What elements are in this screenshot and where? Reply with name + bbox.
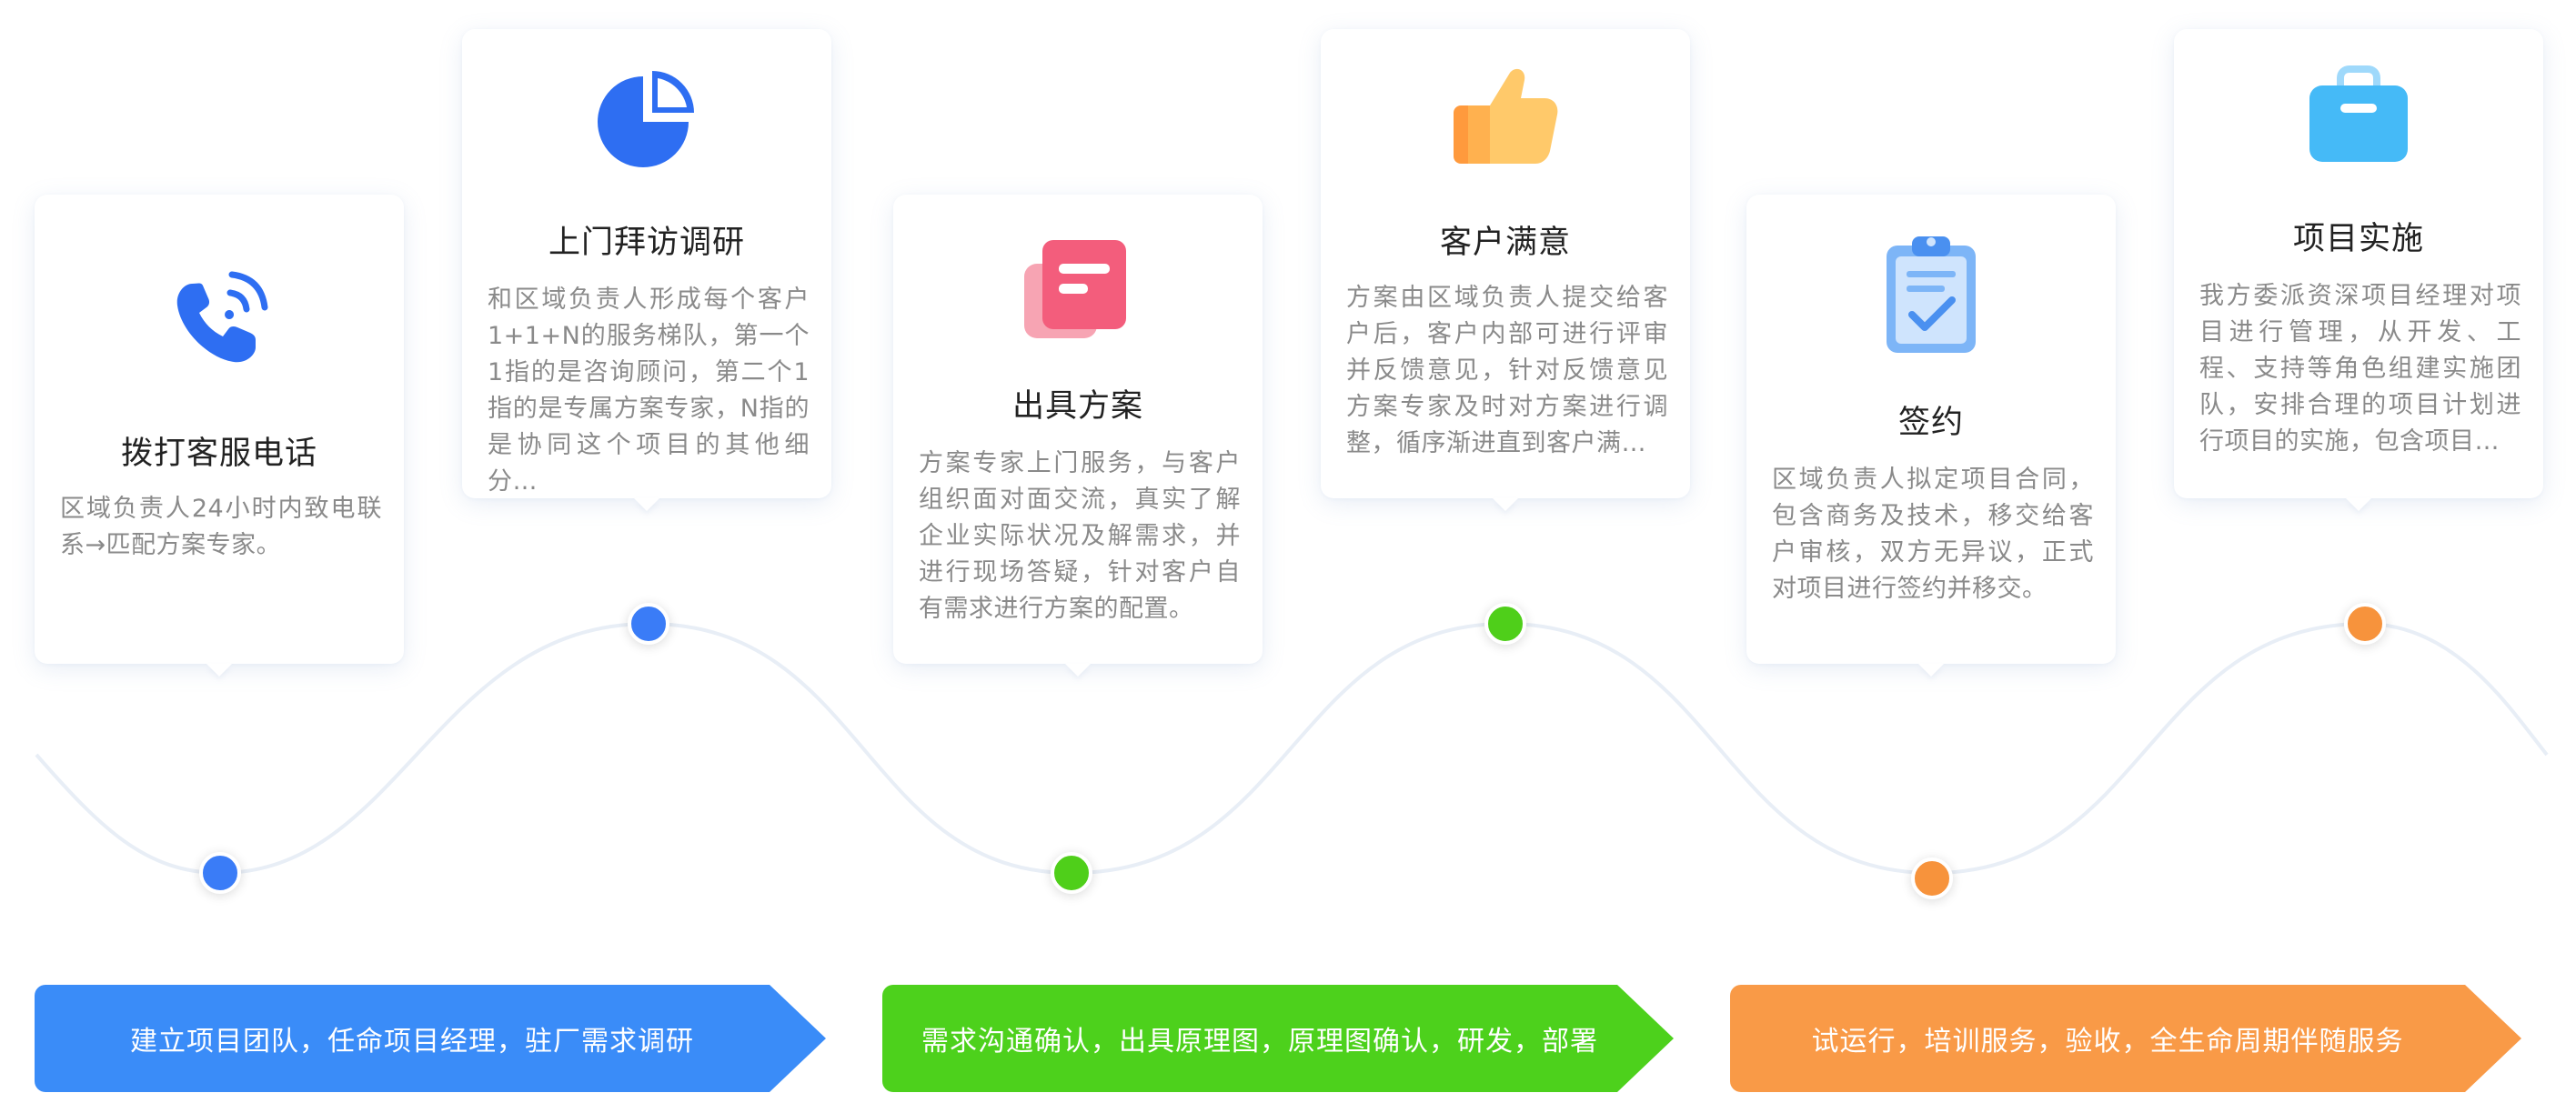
phone-icon: [165, 264, 274, 373]
timeline-dot: [1484, 603, 1526, 645]
step-title: 项目实施: [2292, 221, 2424, 257]
document-icon: [1019, 227, 1137, 346]
step-description: 和区域负责人形成每个客户1+1+N的服务梯队，第一个1指的是咨询顾问，第二个1指…: [488, 286, 810, 496]
step-description: 区域负责人拟定项目合同，包含商务及技术，移交给客户审核，双方无异议，正式对项目进…: [1772, 466, 2094, 603]
timeline-dot: [1911, 857, 1953, 899]
step-title: 出具方案: [1011, 388, 1143, 425]
clipboard-check-icon: [1881, 229, 1981, 356]
step-description: 方案由区域负责人提交给客户后，客户内部可进行评审并反馈意见，针对反馈意见方案专家…: [1346, 284, 1668, 457]
timeline-dot: [2344, 603, 2386, 645]
timeline-dot: [628, 603, 669, 645]
step-card-visit: 上门拜访调研 和区域负责人形成每个客户1+1+N的服务梯队，第一个1指的是咨询顾…: [462, 29, 831, 498]
phase-label: 需求沟通确认，出具原理图，原理图确认，研发，部署: [921, 1026, 1598, 1058]
thumbs-up-icon: [1446, 60, 1565, 178]
step-description: 我方委派资深项目经理对项目进行管理，从开发、工程、支持等角色组建实施团队，安排合…: [2199, 282, 2521, 456]
step-description: 区域负责人24小时内致电联系→匹配方案专家。: [60, 495, 382, 559]
phase-label: 建立项目团队，任命项目经理，驻厂需求调研: [130, 1026, 694, 1058]
step-title: 上门拜访调研: [548, 225, 745, 261]
step-card-proposal: 出具方案 方案专家上门服务，与客户组织面对面交流，真实了解企业实际状况及解需求，…: [893, 195, 1263, 664]
step-title: 签约: [1897, 405, 1964, 441]
step-card-implementation: 项目实施 我方委派资深项目经理对项目进行管理，从开发、工程、支持等角色组建实施团…: [2174, 29, 2543, 498]
timeline-dot: [199, 852, 241, 894]
step-title: 拨打客服电话: [120, 436, 317, 472]
step-card-contract: 签约 区域负责人拟定项目合同，包含商务及技术，移交给客户审核，双方无异议，正式对…: [1746, 195, 2116, 664]
step-description: 方案专家上门服务，与客户组织面对面交流，真实了解企业实际状况及解需求，并进行现场…: [919, 449, 1241, 623]
briefcase-icon: [2304, 62, 2413, 171]
step-card-satisfaction: 客户满意 方案由区域负责人提交给客户后，客户内部可进行评审并反馈意见，针对反馈意…: [1321, 29, 1690, 498]
phase-arrow-team-setup: 建立项目团队，任命项目经理，驻厂需求调研: [35, 985, 826, 1092]
pie-chart-icon: [592, 64, 701, 173]
timeline-dot: [1051, 852, 1092, 894]
phase-arrow-delivery: 试运行，培训服务，验收，全生命周期伴随服务: [1730, 985, 2521, 1092]
phase-label: 试运行，培训服务，验收，全生命周期伴随服务: [1811, 1026, 2404, 1058]
step-card-call: 拨打客服电话 区域负责人24小时内致电联系→匹配方案专家。: [35, 195, 404, 664]
phase-arrow-development: 需求沟通确认，出具原理图，原理图确认，研发，部署: [882, 985, 1674, 1092]
step-title: 客户满意: [1439, 225, 1571, 261]
